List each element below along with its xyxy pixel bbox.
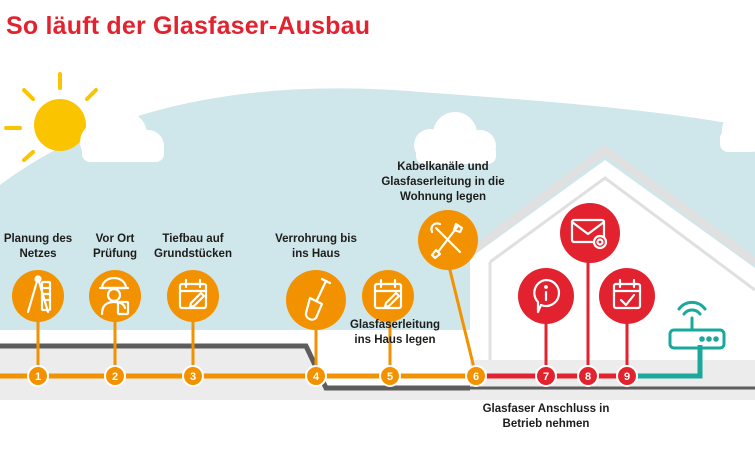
- page-title: So läuft der Glasfaser-Ausbau: [6, 12, 371, 40]
- step-1-marker: [27, 365, 49, 387]
- step-9-marker: [616, 365, 638, 387]
- mail-icon: [570, 218, 608, 250]
- step-3-label: Tiefbau auf Grundstücken: [154, 233, 232, 260]
- shovel-icon: [304, 277, 332, 321]
- step-9-circle: [599, 268, 655, 324]
- cloud-icon: [80, 112, 164, 162]
- fiber-line-teal: [628, 345, 703, 379]
- step-5-number: 5: [387, 371, 393, 383]
- tools-icon: [430, 222, 464, 260]
- router-icon: [668, 300, 726, 350]
- step-4-label: Verrohrung bis ins Haus: [275, 233, 357, 260]
- calendar-edit-icon: [373, 278, 403, 310]
- ruler-compass-icon: [26, 275, 52, 314]
- step-3-circle: [167, 270, 219, 322]
- step-2-marker: [104, 365, 126, 387]
- step-4-number: 4: [313, 371, 320, 383]
- step-9-number: 9: [624, 371, 630, 383]
- step-2-number: 2: [112, 371, 118, 383]
- step-1-number: 1: [35, 371, 41, 383]
- cloud-icon: [414, 112, 496, 164]
- calendar-edit-icon: [178, 278, 208, 310]
- step-1-label: Planung des Netzes: [3, 233, 73, 260]
- cloud-icon: [720, 112, 755, 152]
- step-6-label: Kabelkanäle und Glasfaserleitung in die …: [381, 161, 505, 203]
- step-3-marker: [182, 365, 204, 387]
- sun-icon: [4, 72, 98, 162]
- step-6-marker: [465, 365, 487, 387]
- step-3-number: 3: [190, 371, 196, 383]
- step-5-circle: [362, 270, 414, 322]
- step-8-number: 8: [585, 371, 591, 383]
- step-7-label: Glasfaser Anschluss in Betrieb nehmen: [482, 403, 610, 430]
- worker-clipboard-icon: [98, 276, 130, 316]
- info-icon: [533, 278, 561, 314]
- step-5-marker: [379, 365, 401, 387]
- step-4-marker: [305, 365, 327, 387]
- step-8-marker: [577, 365, 599, 387]
- calendar-check-icon: [612, 278, 642, 310]
- step-2-label: Vor Ort Prüfung: [92, 233, 138, 260]
- step-6-number: 6: [473, 371, 479, 383]
- step-7-number: 7: [543, 371, 549, 383]
- step-5-label: Glasfaserleitung ins Haus legen: [349, 319, 441, 346]
- step-7-marker: [535, 365, 557, 387]
